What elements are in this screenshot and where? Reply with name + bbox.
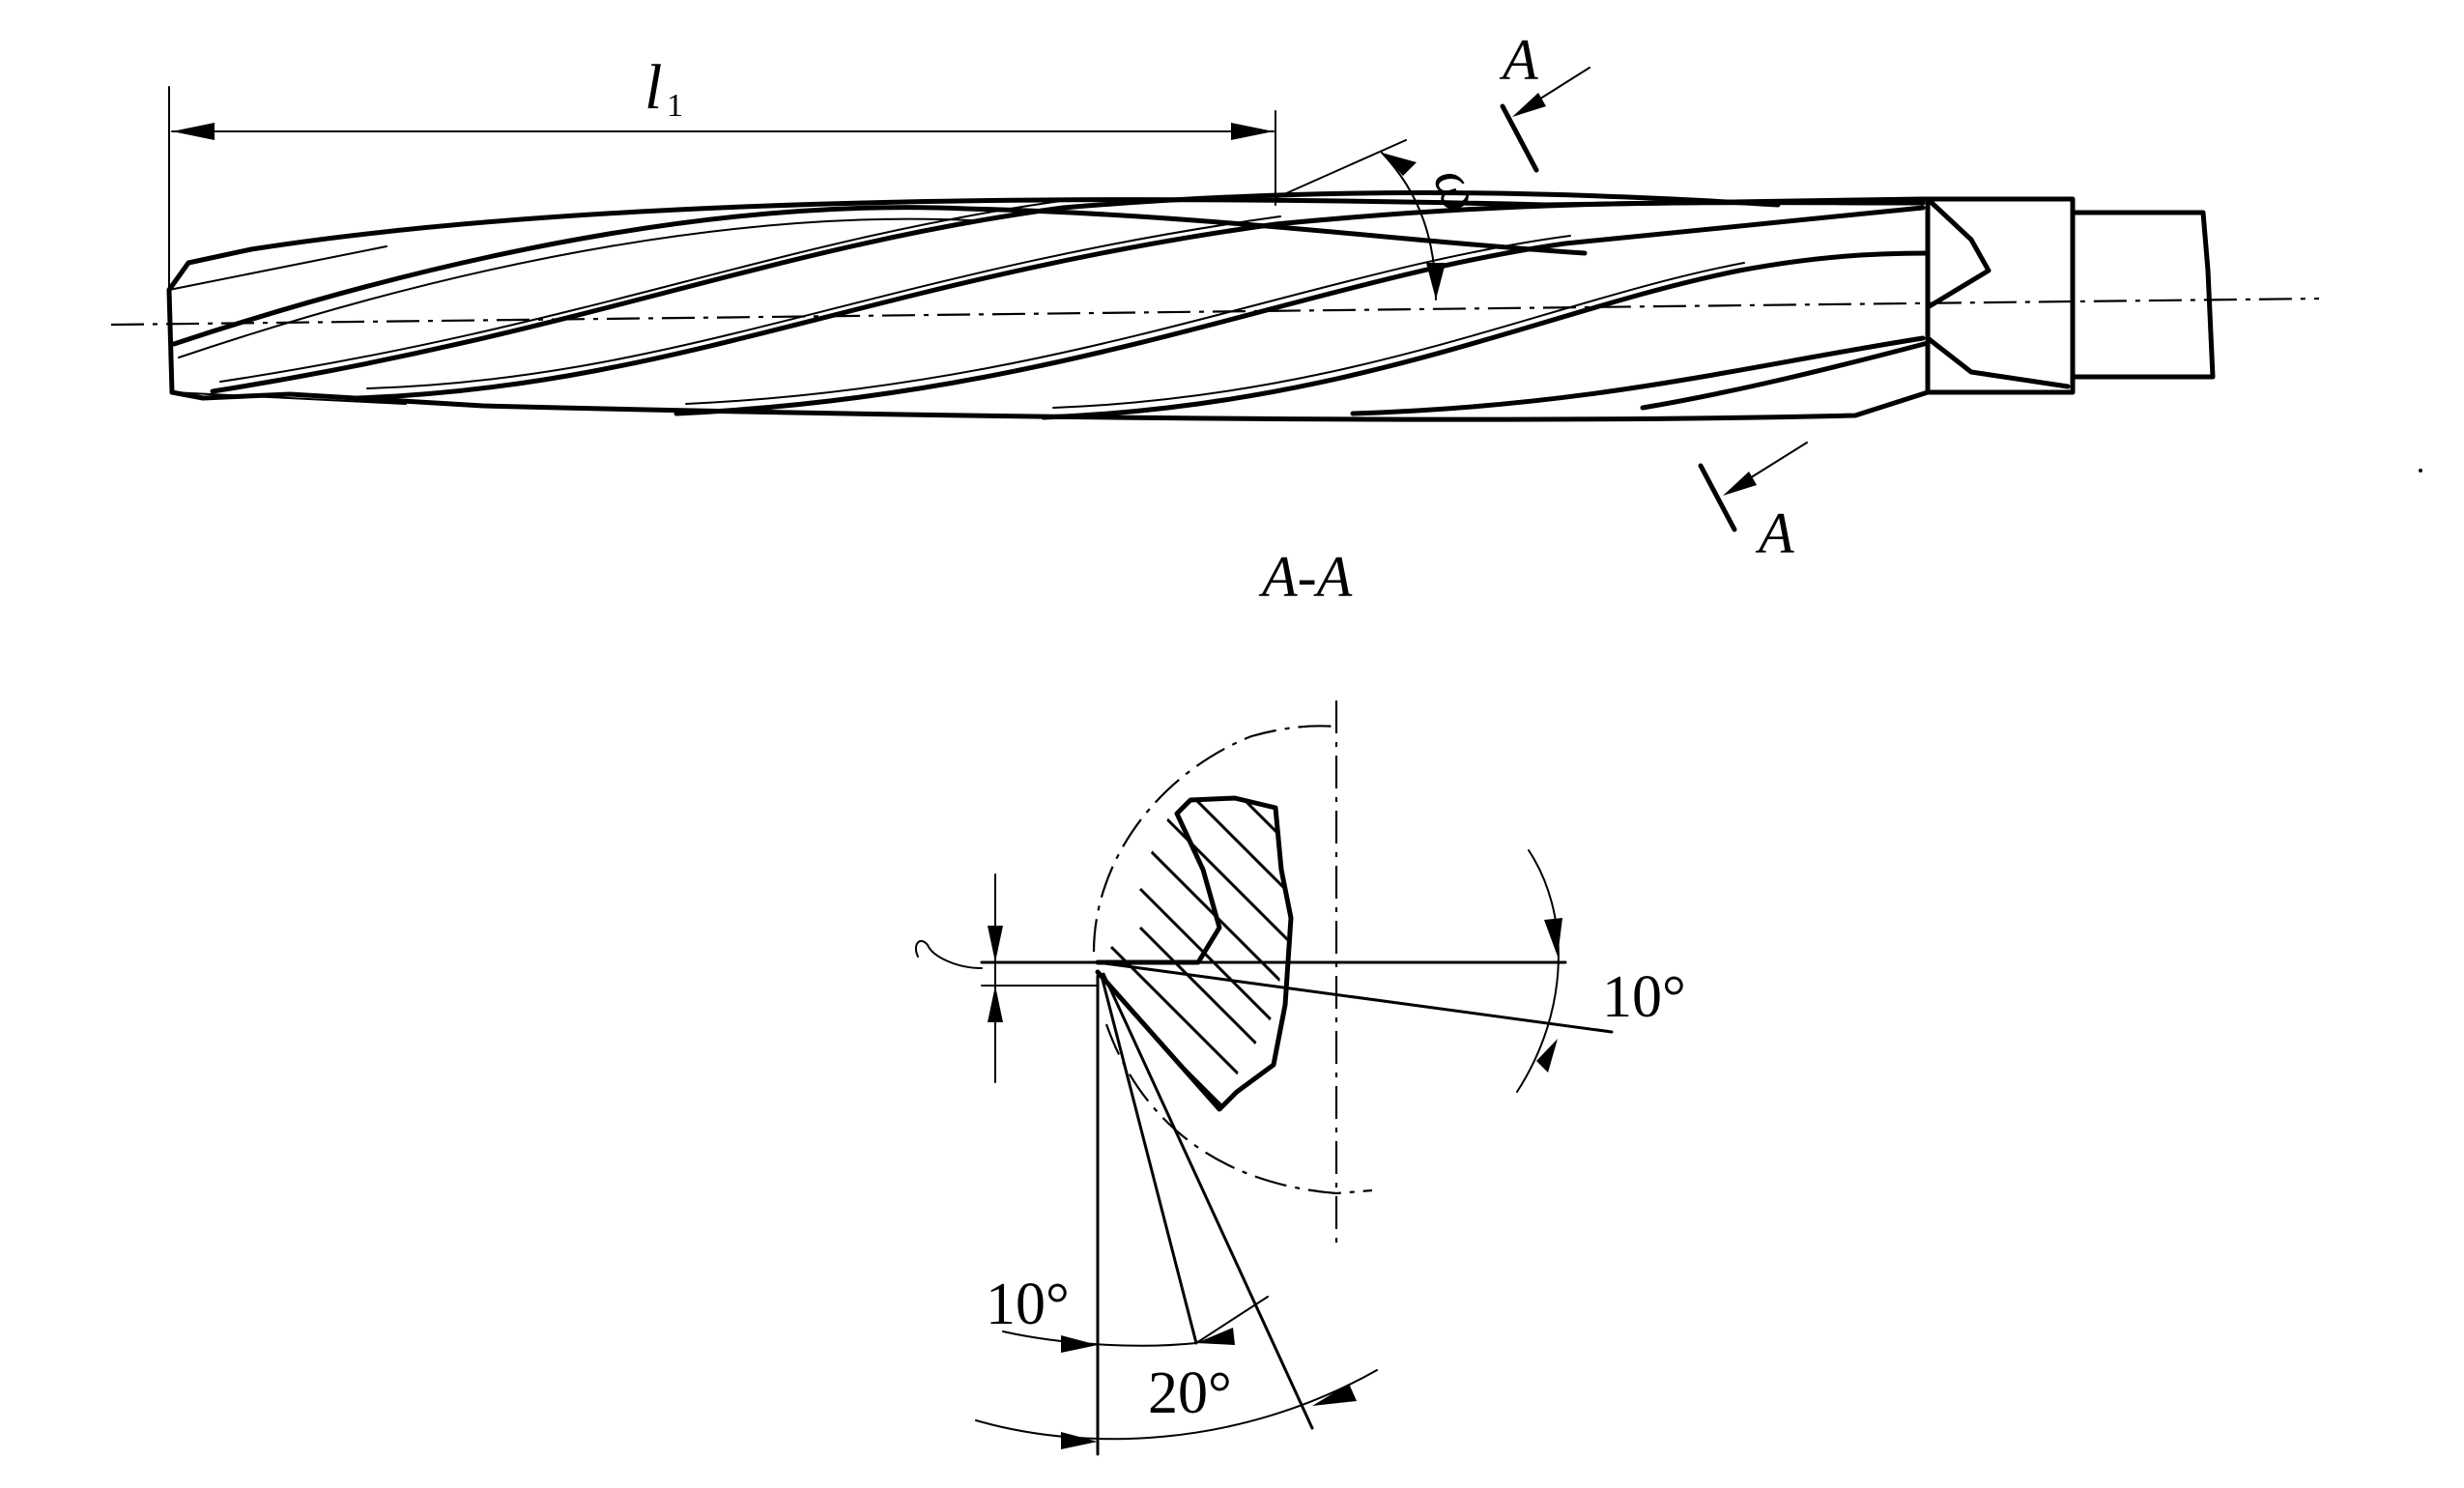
section-outer-circle xyxy=(1092,725,1337,953)
section-mark-bottom: A xyxy=(1698,442,1808,565)
clearance-angle-right: 10° xyxy=(1516,849,1686,1093)
clearance-angle-right-label: 10° xyxy=(1602,964,1686,1030)
section-mark-top-label: A xyxy=(1499,28,1538,92)
dim-l1-label: l xyxy=(645,52,662,123)
reamer-side-view xyxy=(110,190,2320,422)
reamer-collar xyxy=(1925,196,2076,395)
angle-10-lower: 10° xyxy=(986,1272,1269,1353)
section-mark-top: A xyxy=(1499,28,1590,173)
angle-20-lower: 20° xyxy=(975,1360,1378,1449)
section-title: A-A xyxy=(1258,545,1353,609)
section-mark-bottom-label: A xyxy=(1755,501,1794,565)
angle-lower-mid-label: 20° xyxy=(1148,1360,1232,1426)
lower-angle-lines xyxy=(1096,972,1314,1456)
margin-f-dimension: f xyxy=(914,873,1099,1083)
dim-l1-subscript: 1 xyxy=(667,88,683,124)
axis-centerline xyxy=(110,297,2320,327)
dimension-l1: l 1 xyxy=(168,52,1276,291)
helical-flutes xyxy=(168,190,1931,420)
reamer-neck xyxy=(1925,196,2071,389)
section-rake-line xyxy=(1096,960,1614,1034)
tooth-section-hatched xyxy=(1095,795,1294,1112)
angle-lower-left-label: 10° xyxy=(986,1272,1070,1337)
section-view-a-a: f 10° 10° 20° xyxy=(914,701,1686,1456)
stray-dot xyxy=(2419,469,2422,472)
reamer-shank xyxy=(2070,210,2216,380)
